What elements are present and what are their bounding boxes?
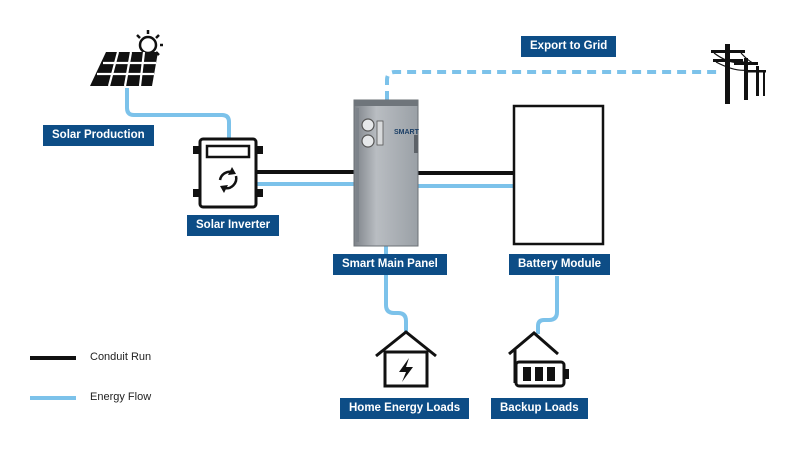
solar-inverter-label: Solar Inverter <box>187 215 280 236</box>
export-to-grid-label: Export to Grid <box>521 36 617 57</box>
smart-main-panel-label: Smart Main Panel <box>333 254 447 275</box>
meter-icon <box>361 134 375 148</box>
battery-module-label: Battery Module <box>509 254 611 275</box>
energy-flow-swatch <box>30 396 76 400</box>
solar-to-inverter-flow <box>125 88 231 140</box>
lightning-icon <box>399 358 413 382</box>
home-energy-icon <box>375 330 437 388</box>
solar-panel-icon <box>90 30 163 87</box>
home-energy-loads-label: Home Energy Loads <box>340 398 470 419</box>
solar-production-label: Solar Production <box>43 125 154 146</box>
smart-main-panel: SMART <box>353 99 420 247</box>
battery-to-backup-flow <box>536 276 559 334</box>
conduit-lines <box>257 170 514 175</box>
backup-loads-label: Backup Loads <box>491 398 588 419</box>
battery-module <box>512 104 605 246</box>
power-pole-icon <box>711 44 766 104</box>
panel-brand: SMART <box>394 129 420 136</box>
energy-flow-legend-label: Energy Flow <box>90 391 152 403</box>
panel-to-grid-flow <box>385 70 722 100</box>
meter-icon <box>361 118 375 132</box>
conduit-run-legend-label: Conduit Run <box>90 351 152 363</box>
inverter-icon <box>193 137 263 209</box>
conduit-run-swatch <box>30 356 76 360</box>
house-battery-icon <box>508 331 569 388</box>
panel-to-home-flow <box>384 246 408 333</box>
energy-flow-lines <box>125 70 722 334</box>
